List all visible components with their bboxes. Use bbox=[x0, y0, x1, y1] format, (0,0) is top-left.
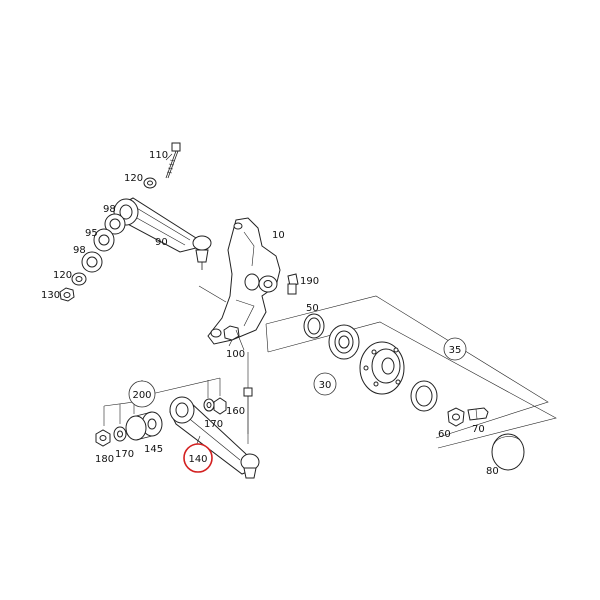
label-10: 10 bbox=[272, 230, 285, 241]
label-180: 180 bbox=[95, 454, 114, 465]
label-110: 110 bbox=[149, 150, 168, 161]
callout-30-label: 30 bbox=[319, 380, 332, 391]
seal-50[interactable] bbox=[303, 313, 325, 339]
washer-170-left[interactable] bbox=[113, 426, 127, 442]
callout-200[interactable]: 200 bbox=[128, 380, 156, 408]
label-145: 145 bbox=[144, 444, 163, 455]
washer-170-right[interactable] bbox=[203, 398, 215, 412]
nut-60[interactable] bbox=[447, 407, 465, 427]
lower-control-arm[interactable] bbox=[169, 396, 260, 479]
label-95: 95 bbox=[85, 228, 98, 239]
label-60: 60 bbox=[438, 429, 451, 440]
nut-100[interactable] bbox=[223, 325, 240, 341]
label-170-right: 170 bbox=[204, 419, 223, 430]
label-170-left: 170 bbox=[115, 449, 134, 460]
washer-120-top[interactable] bbox=[143, 177, 157, 189]
steering-knuckle[interactable] bbox=[207, 217, 281, 345]
bushing-145[interactable] bbox=[125, 411, 163, 441]
bearing-outer[interactable] bbox=[410, 380, 438, 412]
bushing-95[interactable] bbox=[93, 228, 115, 252]
callout-140[interactable]: 140 bbox=[183, 443, 213, 473]
hub-cap-80[interactable] bbox=[491, 433, 525, 471]
label-98-upper: 98 bbox=[103, 204, 116, 215]
bushing-98-lower[interactable] bbox=[81, 251, 103, 273]
bolt-110[interactable] bbox=[165, 142, 181, 179]
bushing-98-upper[interactable] bbox=[104, 213, 126, 235]
wheel-hub[interactable] bbox=[359, 341, 405, 395]
callout-30[interactable]: 30 bbox=[313, 372, 337, 396]
bolt-70[interactable] bbox=[467, 407, 489, 421]
label-190: 190 bbox=[300, 276, 319, 287]
nut-180-right[interactable] bbox=[213, 397, 227, 415]
label-98-lower: 98 bbox=[73, 245, 86, 256]
label-100: 100 bbox=[226, 349, 245, 360]
label-120-lower: 120 bbox=[53, 270, 72, 281]
bearing-30[interactable] bbox=[328, 324, 360, 360]
callout-35[interactable]: 35 bbox=[443, 337, 467, 361]
bolt-160[interactable] bbox=[243, 387, 253, 434]
label-130: 130 bbox=[41, 290, 60, 301]
callout-35-label: 35 bbox=[449, 345, 462, 356]
label-50: 50 bbox=[306, 303, 319, 314]
nut-130[interactable] bbox=[59, 287, 75, 302]
upper-control-arm[interactable] bbox=[113, 197, 212, 270]
bolt-190[interactable] bbox=[287, 273, 299, 295]
label-80: 80 bbox=[486, 466, 499, 477]
label-70: 70 bbox=[472, 424, 485, 435]
washer-120-lower[interactable] bbox=[71, 272, 87, 286]
callout-140-label: 140 bbox=[188, 454, 207, 465]
label-90: 90 bbox=[155, 237, 168, 248]
label-160: 160 bbox=[226, 406, 245, 417]
callout-200-label: 200 bbox=[132, 390, 151, 401]
label-120-top: 120 bbox=[124, 173, 143, 184]
nut-180[interactable] bbox=[95, 429, 111, 447]
